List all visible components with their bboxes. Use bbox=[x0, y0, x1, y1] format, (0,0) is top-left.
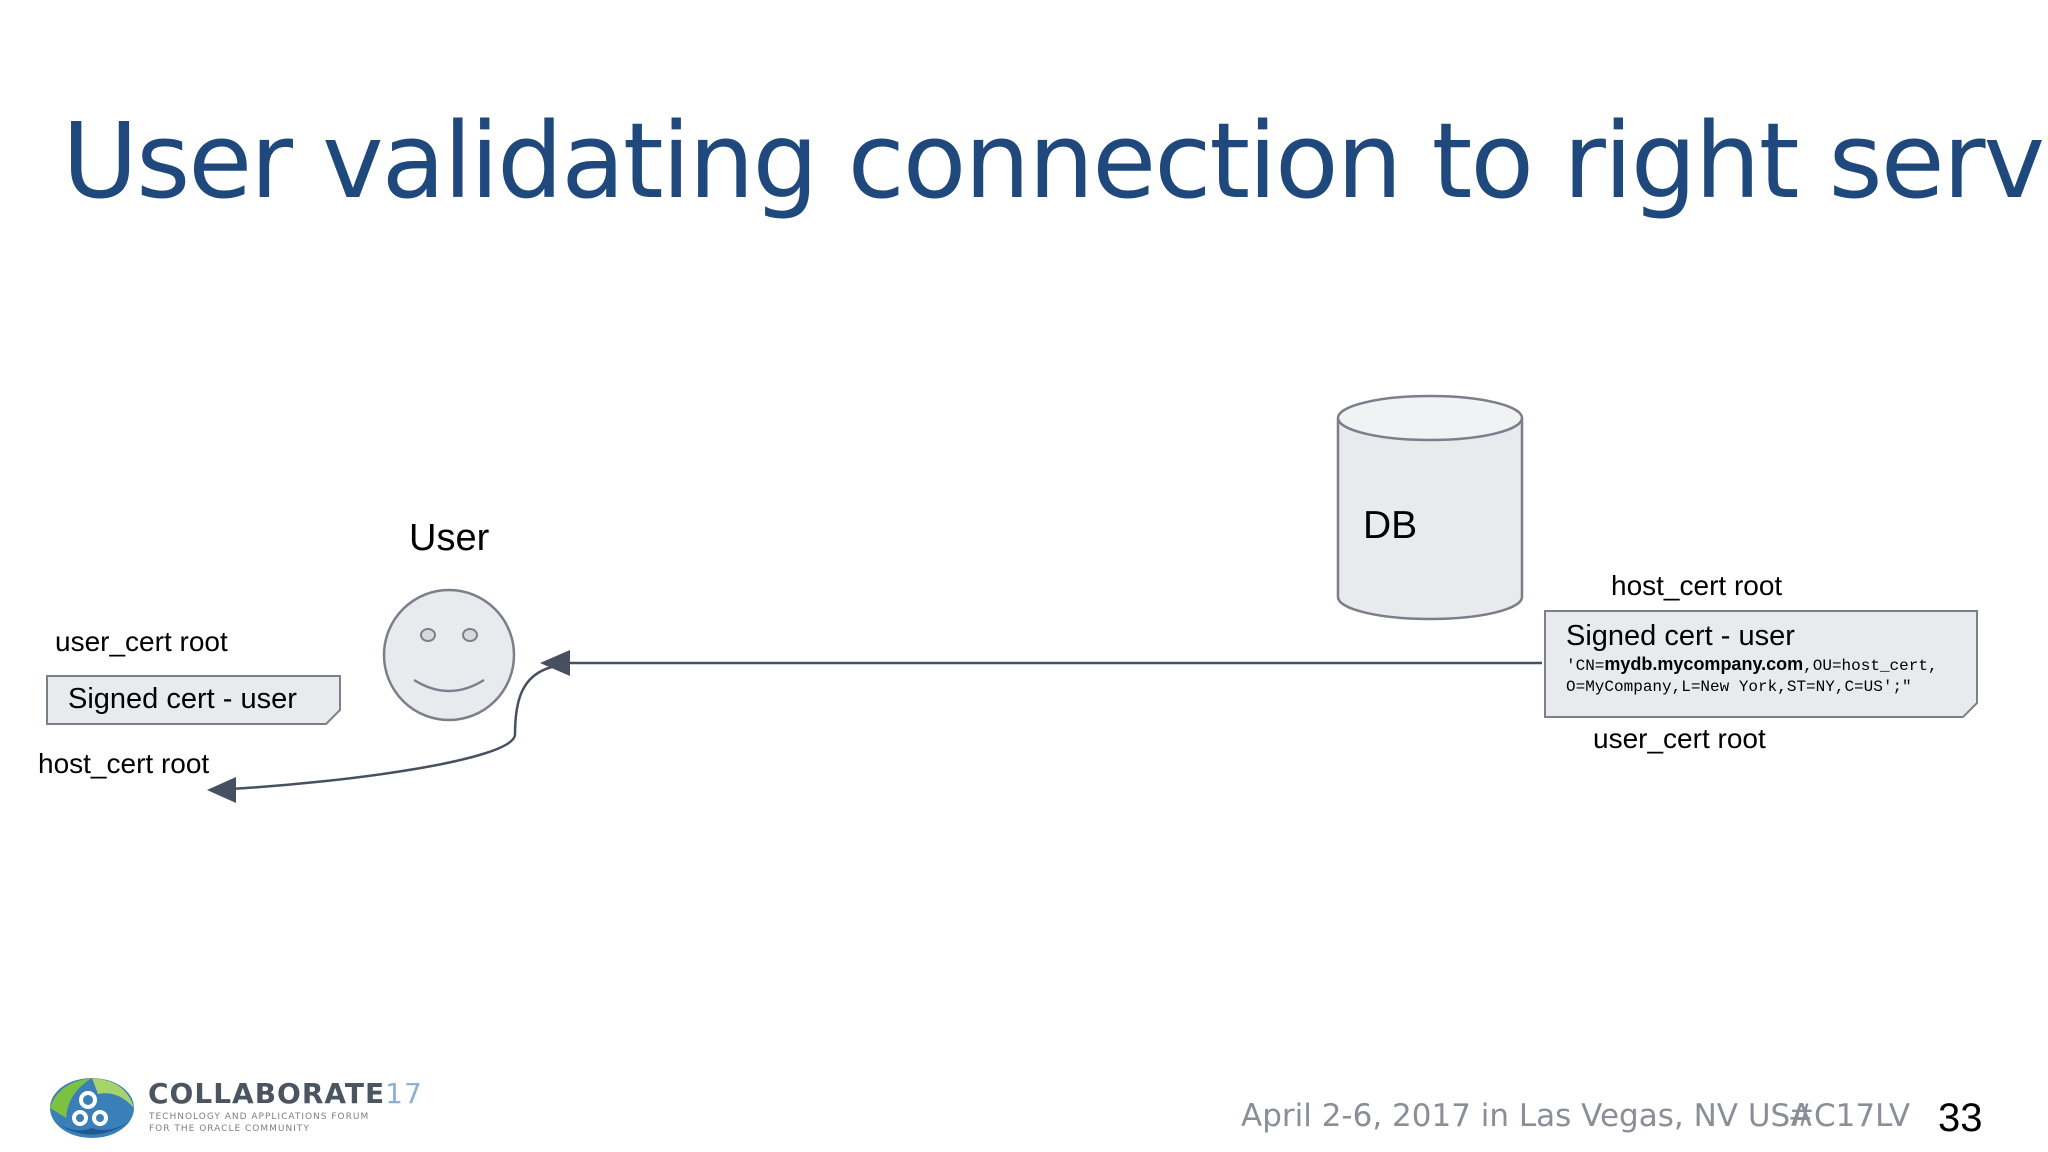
client-user-cert-root-label: user_cert root bbox=[55, 626, 228, 657]
user-smiley-icon bbox=[382, 588, 516, 722]
client-host-cert-root-label: host_cert root bbox=[38, 748, 210, 779]
client-signed-cert-box: Signed cert - user bbox=[46, 675, 341, 725]
server-signed-cert-box: Signed cert - user 'CN=mydb.mycompany.co… bbox=[1544, 610, 1978, 718]
server-user-cert-root-label: user_cert root bbox=[1593, 723, 1766, 754]
db-label: DB bbox=[1363, 504, 1418, 547]
page-fold-icon bbox=[325, 709, 341, 725]
server-signed-cert-label: Signed cert - user bbox=[1566, 620, 1795, 652]
server-cert-dn-line1: 'CN=mydb.mycompany.com,OU=host_cert, bbox=[1566, 654, 1938, 675]
page-number: 33 bbox=[1938, 1096, 1983, 1140]
logo-tagline-1: TECHNOLOGY AND APPLICATIONS FORUM bbox=[149, 1112, 370, 1122]
db-cylinder bbox=[1336, 394, 1524, 621]
client-signed-cert-label: Signed cert - user bbox=[68, 683, 297, 715]
server-cert-dn: 'CN=mydb.mycompany.com,OU=host_cert, O=M… bbox=[1566, 654, 1938, 698]
return-curve-arrow bbox=[207, 665, 553, 803]
logo-wordmark: COLLABORATE17 bbox=[148, 1077, 423, 1110]
user-label: User bbox=[409, 517, 490, 559]
page-fold-icon bbox=[1962, 702, 1978, 718]
slide-title: User validating connection to right serv… bbox=[62, 100, 2048, 222]
collaborate-logo-icon bbox=[50, 1078, 134, 1138]
logo-tagline-2: FOR THE ORACLE COMMUNITY bbox=[149, 1124, 310, 1134]
connection-arrow bbox=[540, 650, 1542, 676]
footer-event-text: April 2-6, 2017 in Las Vegas, NV USA bbox=[1241, 1098, 1812, 1134]
server-host-cert-root-label: host_cert root bbox=[1611, 570, 1783, 601]
footer-hashtag: #C17LV bbox=[1788, 1098, 1911, 1134]
server-cert-dn-line2: O=MyCompany,L=New York,ST=NY,C=US';" bbox=[1566, 678, 1912, 696]
